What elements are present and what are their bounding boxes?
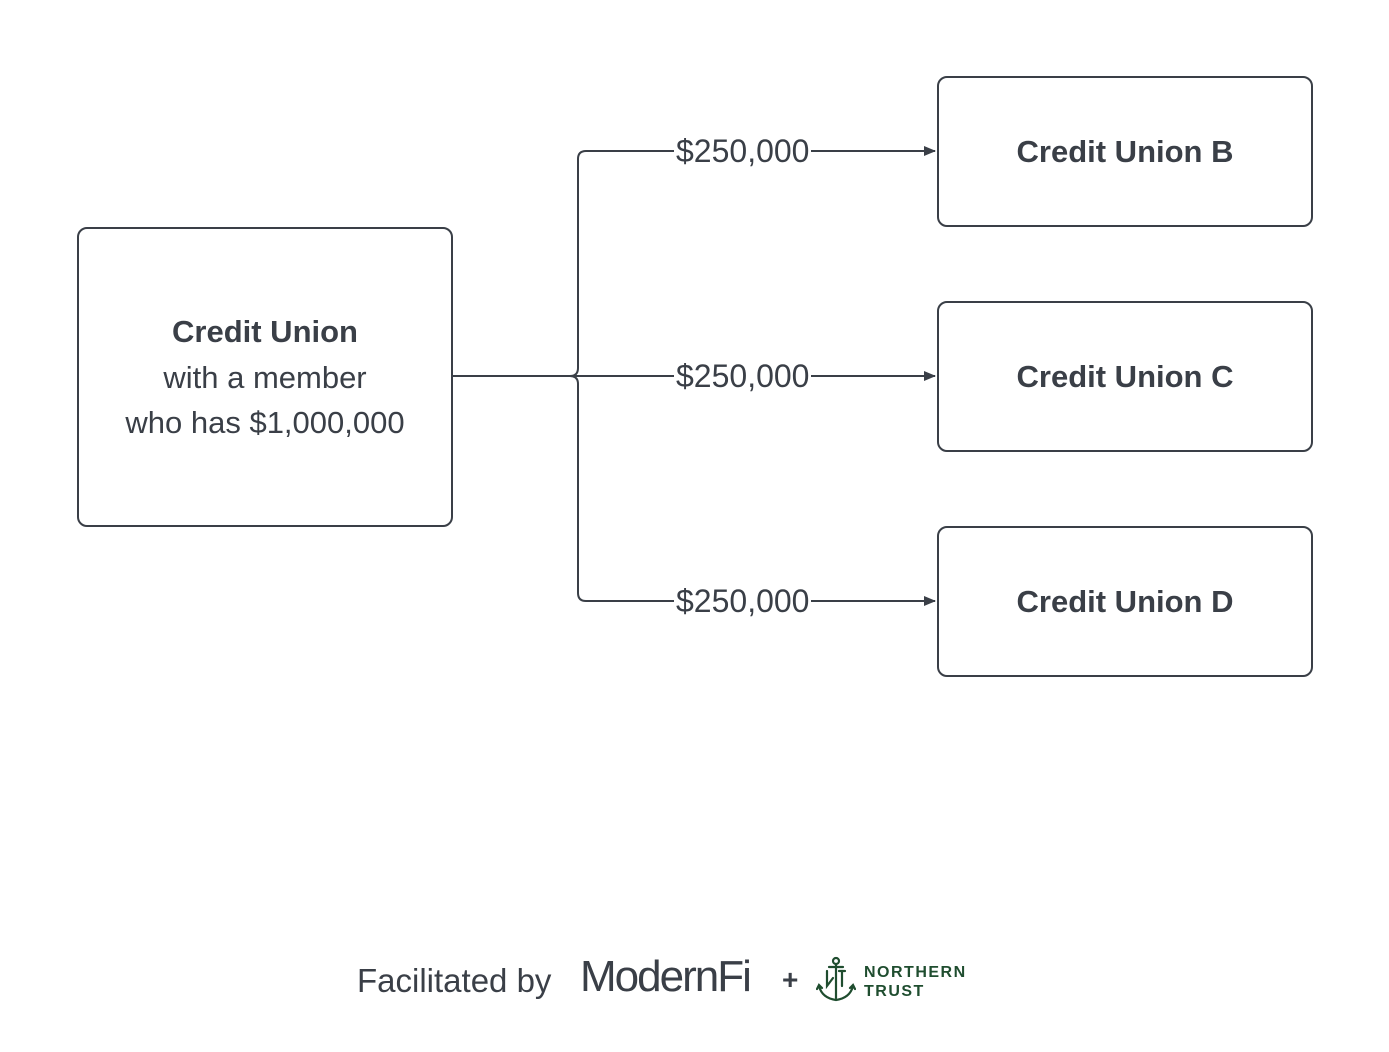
northern-text: NORTHERN [864,964,967,981]
credit-union-c-label: Credit Union C [1016,358,1234,394]
amount-label-c: $250,000 [674,358,812,394]
source-line-2: who has $1,000,000 [125,405,405,440]
credit-union-d-node: Credit Union D [937,526,1313,677]
footer: Facilitated by ModernFi + NORTHERN TRUST [0,950,1389,1010]
amount-label-b: $250,000 [674,133,812,169]
facilitated-by-text: Facilitated by [357,962,552,999]
credit-union-c-node: Credit Union C [937,301,1313,452]
source-title: Credit Union [172,314,358,349]
credit-union-b-node: Credit Union B [937,76,1313,227]
anchor-icon [816,956,856,1002]
credit-union-d-label: Credit Union D [1016,583,1234,619]
plus-sign: + [782,964,799,995]
modernfi-logo: ModernFi [580,952,752,1001]
northern-trust-wordmark: NORTHERN TRUST [864,963,967,1001]
source-line-1: with a member [163,360,367,395]
source-credit-union-node: Credit Union with a member who has $1,00… [77,227,453,527]
credit-union-b-label: Credit Union B [1016,133,1234,169]
amount-label-d: $250,000 [674,583,812,619]
trust-text: TRUST [864,983,925,1000]
